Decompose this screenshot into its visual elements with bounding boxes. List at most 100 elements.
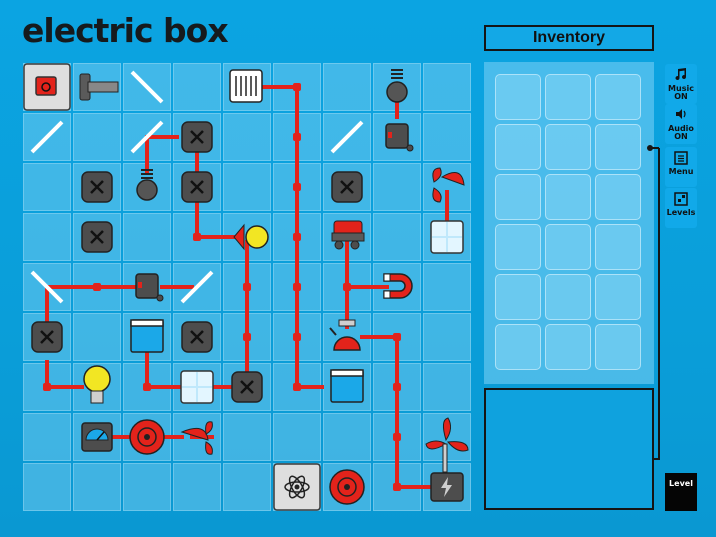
grid-cell[interactable]	[223, 113, 271, 161]
grid-cell[interactable]	[123, 463, 171, 511]
motor-icon[interactable]	[385, 123, 414, 152]
grid-cell[interactable]	[173, 463, 221, 511]
mirror-icon[interactable]	[330, 120, 364, 154]
level-label: Level	[669, 479, 693, 488]
grid-cell[interactable]	[373, 163, 421, 211]
app-logo: electric box	[22, 14, 229, 47]
blocker-icon[interactable]	[81, 221, 113, 253]
light-bulb-icon[interactable]	[233, 223, 269, 251]
grid-cell[interactable]	[423, 63, 471, 111]
motor-icon[interactable]	[135, 273, 164, 302]
grid-cell[interactable]	[23, 413, 71, 461]
music-note-icon	[665, 67, 697, 85]
inventory-slot[interactable]	[595, 274, 641, 320]
blocker-icon[interactable]	[181, 121, 213, 153]
red-wheel-icon[interactable]	[329, 469, 365, 505]
inventory-slot[interactable]	[595, 124, 641, 170]
inventory-slot[interactable]	[545, 224, 591, 270]
power-button-icon[interactable]	[23, 63, 71, 111]
spring-weight-icon[interactable]	[136, 169, 158, 201]
grid-cell[interactable]	[423, 113, 471, 161]
mirror-icon[interactable]	[130, 70, 164, 104]
level-button[interactable]: Level	[665, 473, 697, 511]
grid-cell[interactable]	[423, 363, 471, 411]
speaker-icon	[665, 107, 697, 125]
propeller-icon[interactable]	[180, 421, 213, 455]
connector-line	[654, 458, 660, 460]
atom-icon[interactable]	[273, 463, 321, 511]
grid-cell[interactable]	[173, 63, 221, 111]
alarm-bell-icon[interactable]	[329, 319, 361, 351]
inventory-slot[interactable]	[495, 224, 541, 270]
grid-cell[interactable]	[223, 163, 271, 211]
blocker-icon[interactable]	[181, 321, 213, 353]
levels-button[interactable]: Levels	[665, 188, 697, 228]
inventory-slot[interactable]	[595, 224, 641, 270]
inventory-slot[interactable]	[545, 324, 591, 370]
ice-block-icon[interactable]	[430, 220, 464, 254]
blocker-icon[interactable]	[231, 371, 263, 403]
inventory-slot[interactable]	[545, 174, 591, 220]
game-board[interactable]	[22, 62, 472, 512]
ice-block-icon[interactable]	[180, 370, 214, 404]
inventory-slot[interactable]	[545, 74, 591, 120]
robot-car-icon[interactable]	[331, 220, 365, 250]
inventory-slot[interactable]	[495, 174, 541, 220]
gauge-icon[interactable]	[81, 422, 113, 452]
mirror-icon[interactable]	[30, 270, 64, 304]
mirror-icon[interactable]	[180, 270, 214, 304]
grid-cell[interactable]	[323, 63, 371, 111]
water-tank-icon[interactable]	[330, 369, 364, 403]
inventory-slot[interactable]	[545, 124, 591, 170]
mirror-icon[interactable]	[30, 120, 64, 154]
battery-icon[interactable]	[430, 472, 464, 502]
inventory-panel[interactable]	[484, 62, 654, 384]
grid-cell[interactable]	[23, 163, 71, 211]
audio-label: Audio	[668, 124, 694, 133]
inventory-slot[interactable]	[495, 274, 541, 320]
water-tank-icon[interactable]	[130, 319, 164, 353]
red-wheel-icon[interactable]	[129, 419, 165, 455]
blocker-icon[interactable]	[331, 171, 363, 203]
connector-line	[658, 148, 660, 460]
grid-cell[interactable]	[73, 313, 121, 361]
grid-cell[interactable]	[23, 463, 71, 511]
grid-cell[interactable]	[273, 413, 321, 461]
grid-cell[interactable]	[73, 113, 121, 161]
board-components[interactable]	[22, 62, 472, 512]
grid-cell[interactable]	[323, 413, 371, 461]
grid-cell[interactable]	[423, 263, 471, 311]
inventory-slot[interactable]	[595, 74, 641, 120]
music-toggle-button[interactable]: Music ON	[665, 64, 697, 104]
light-bulb-icon[interactable]	[83, 365, 111, 404]
grid-cell[interactable]	[373, 213, 421, 261]
inventory-slot[interactable]	[495, 324, 541, 370]
levels-icon	[665, 191, 697, 209]
inventory-slot[interactable]	[495, 74, 541, 120]
menu-icon	[665, 150, 697, 168]
grid-cell[interactable]	[23, 213, 71, 261]
menu-label: Menu	[668, 167, 694, 176]
windmill-fan-icon[interactable]	[425, 417, 469, 473]
grid-cell[interactable]	[223, 463, 271, 511]
grid-cell[interactable]	[123, 213, 171, 261]
inventory-slot[interactable]	[545, 274, 591, 320]
blocker-icon[interactable]	[31, 321, 63, 353]
blocker-icon[interactable]	[81, 171, 113, 203]
grid-cell[interactable]	[223, 413, 271, 461]
audio-toggle-button[interactable]: Audio ON	[665, 104, 697, 144]
blocker-icon[interactable]	[181, 171, 213, 203]
magnet-icon[interactable]	[383, 273, 413, 299]
heater-icon[interactable]	[229, 69, 263, 103]
inventory-slot[interactable]	[595, 324, 641, 370]
inventory-slot[interactable]	[495, 124, 541, 170]
laser-emitter-icon[interactable]	[79, 73, 119, 101]
grid-cell[interactable]	[73, 463, 121, 511]
spring-weight-icon[interactable]	[386, 69, 408, 103]
inventory-slot[interactable]	[595, 174, 641, 220]
menu-button[interactable]: Menu	[665, 147, 697, 187]
mirror-icon[interactable]	[130, 120, 164, 154]
grid-cell[interactable]	[423, 313, 471, 361]
grid-cell[interactable]	[323, 163, 371, 211]
propeller-icon[interactable]	[432, 167, 465, 203]
